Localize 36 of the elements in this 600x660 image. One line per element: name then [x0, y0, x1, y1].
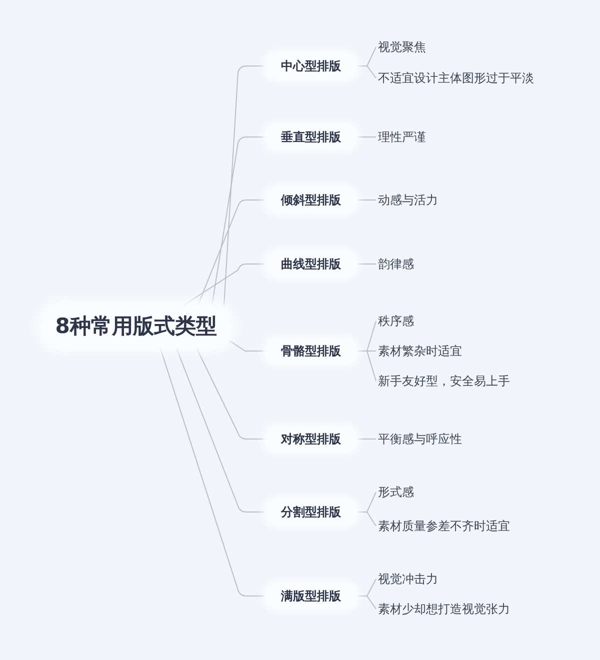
- branch-topic: 满版型排版: [265, 583, 357, 609]
- branch-topic: 分割型排版: [265, 499, 357, 525]
- connector-line: [198, 200, 266, 306]
- branch-topic: 骨骼型排版: [265, 338, 357, 364]
- leaf-topic: 素材繁杂时适宜: [376, 341, 462, 361]
- branch-topic: 中心型排版: [265, 53, 357, 79]
- leaf-topic: 理性严谨: [376, 127, 426, 147]
- connector-line: [212, 136, 266, 306]
- connector-line: [356, 66, 376, 78]
- branch-topic: 曲线型排版: [265, 251, 357, 277]
- leaf-topic: 动感与活力: [376, 190, 438, 210]
- connector-line: [184, 264, 266, 306]
- leaf-topic: 平衡感与呼应性: [376, 429, 462, 449]
- leaf-topic: 新手友好型，安全易上手: [376, 371, 510, 391]
- root-topic: 8种常用版式类型: [42, 305, 230, 347]
- connector-line: [356, 350, 376, 382]
- branch-topic: 垂直型排版: [265, 124, 357, 150]
- leaf-topic: 韵律感: [376, 254, 414, 274]
- connector-line: [230, 340, 266, 352]
- connector-line: [356, 438, 376, 440]
- leaf-topic: 视觉聚焦: [376, 37, 426, 57]
- connector-line: [224, 66, 266, 306]
- connector-line: [196, 346, 266, 440]
- connector-line: [356, 512, 376, 526]
- leaf-topic: 形式感: [376, 482, 414, 502]
- branch-topic: 对称型排版: [265, 426, 357, 452]
- leaf-topic: 素材少却想打造视觉张力: [376, 599, 510, 619]
- connector-line: [356, 136, 376, 138]
- branch-topic: 倾斜型排版: [265, 187, 357, 213]
- leaf-topic: 视觉冲击力: [376, 569, 438, 589]
- leaf-topic: 素材质量参差不齐时适宜: [376, 516, 510, 536]
- leaf-topic: 秩序感: [376, 311, 414, 331]
- connector-line: [356, 596, 376, 610]
- connector-line: [176, 346, 266, 512]
- leaf-topic: 不适宜设计主体图形过于平淡: [376, 68, 534, 88]
- connector-line: [160, 346, 266, 596]
